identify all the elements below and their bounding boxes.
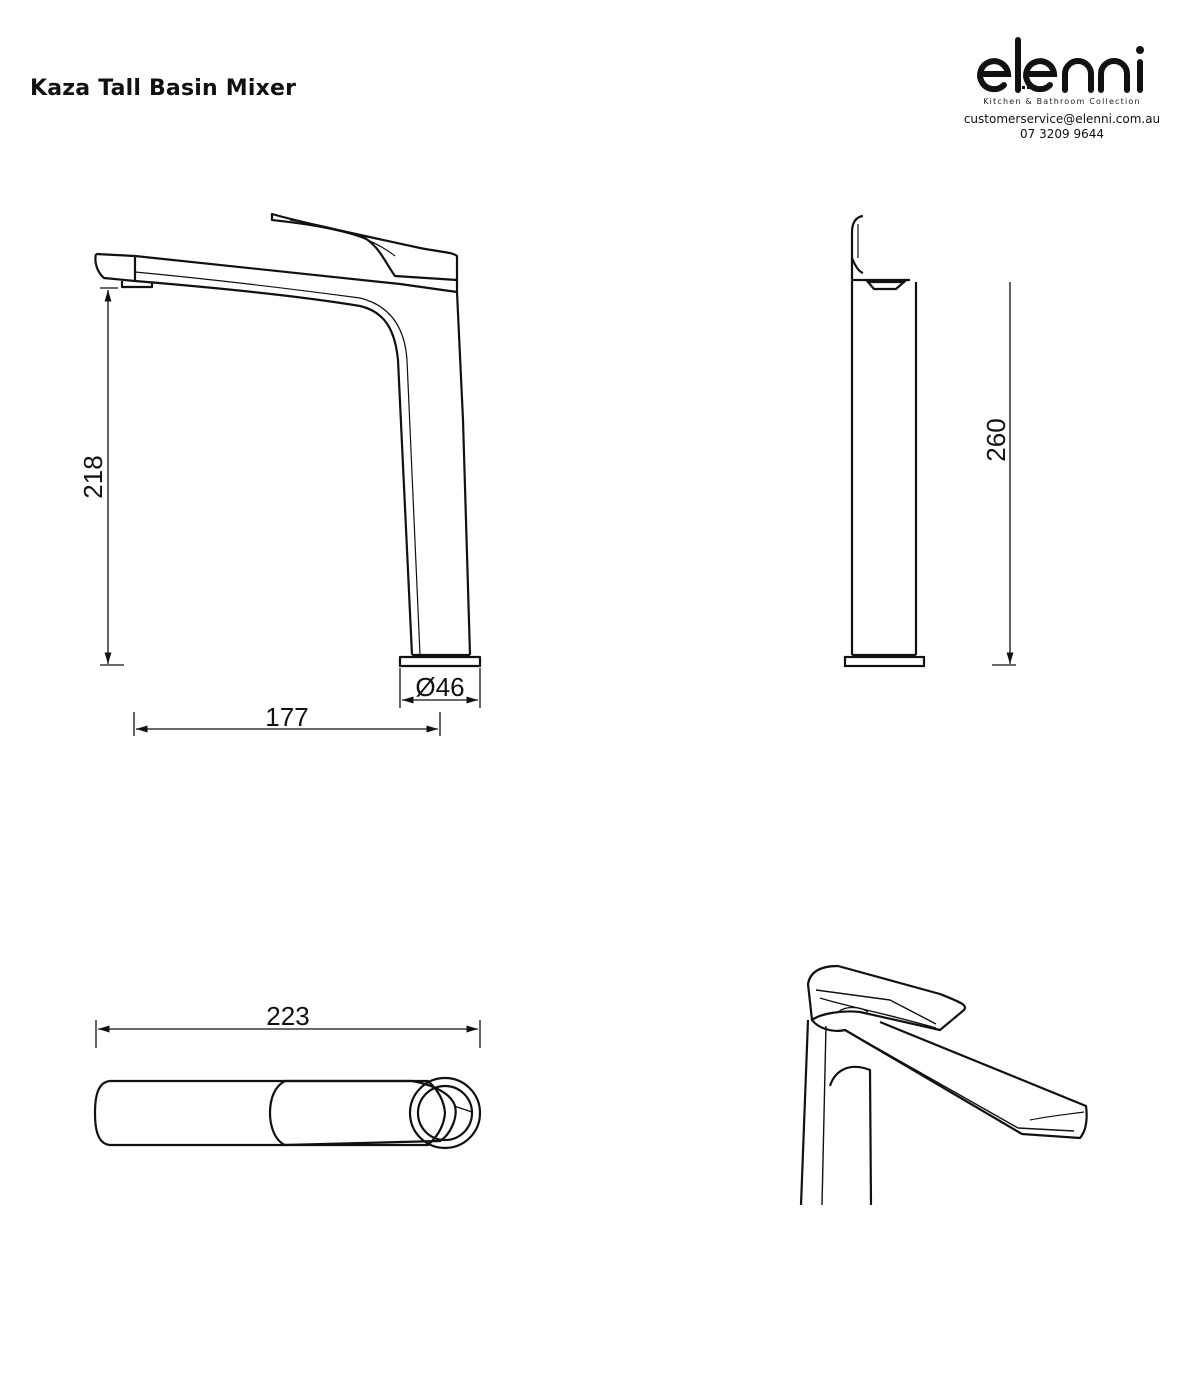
dimension-label-260: 260 — [981, 418, 1011, 461]
contact-phone: 07 3209 9644 — [1020, 127, 1104, 141]
dimension-177 — [133, 712, 441, 736]
dimension-218 — [100, 287, 124, 666]
end-elevation-view — [843, 214, 926, 668]
product-title: Kaza Tall Basin Mixer — [30, 76, 297, 101]
side-elevation-view — [94, 212, 482, 668]
dimension-label-46: Ø46 — [415, 672, 464, 702]
dimension-223 — [95, 1020, 481, 1048]
dimension-label-218: 218 — [78, 455, 108, 498]
dimension-label-177: 177 — [265, 702, 308, 732]
contact-email[interactable]: customerservice@elenni.com.au — [963, 112, 1161, 126]
brand-tagline: Kitchen & Bathroom Collection — [983, 97, 1141, 106]
elenni-logo — [977, 37, 1144, 93]
dimension-260 — [992, 282, 1016, 666]
isometric-view — [799, 964, 1088, 1206]
dimension-label-223: 223 — [266, 1001, 309, 1031]
brand-block: Kitchen & Bathroom Collection customerse… — [962, 30, 1162, 142]
dimension-46 — [399, 668, 481, 708]
plan-view — [93, 1076, 482, 1150]
